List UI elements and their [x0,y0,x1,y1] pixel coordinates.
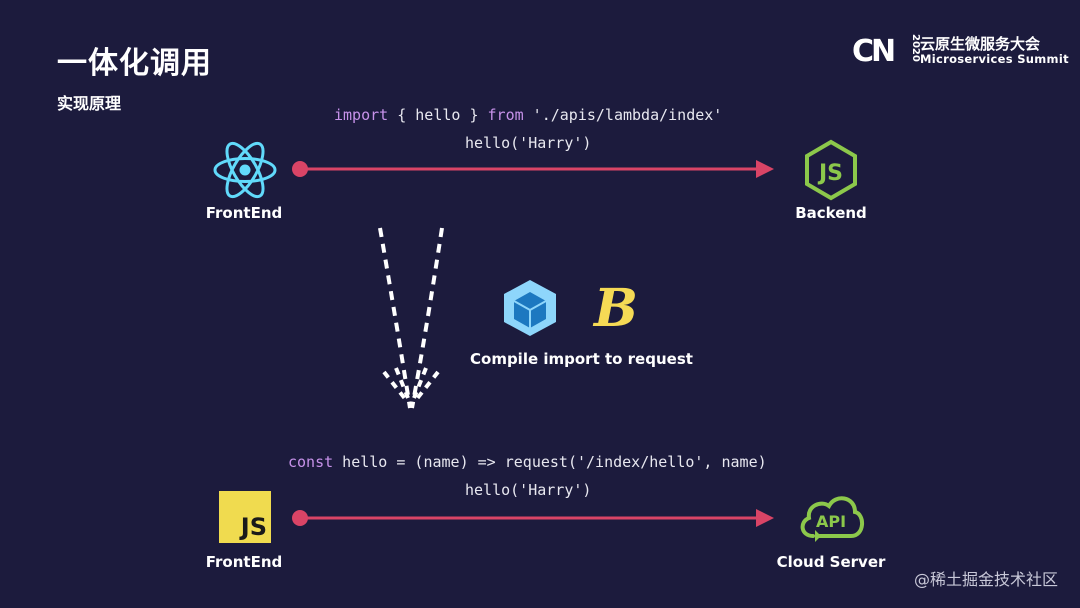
watermark: @稀土掘金技术社区 [913,570,1058,589]
code-const-part1: hello = (name) => request('/index/hello'… [333,453,767,471]
code-keyword-from: from [487,106,524,124]
logo-mark: CN [852,34,896,69]
slide-subtitle: 实现原理 [57,94,122,113]
top-call-code: hello('Harry') [465,134,592,152]
nodejs-icon: JS [805,139,857,201]
logo-year: 2020 [910,34,921,62]
top-right-label: Backend [795,204,867,222]
conference-logo: CN 2020 云原生微服务大会 Microservices Summit [852,30,1069,74]
bottom-right-label: Cloud Server [776,553,886,571]
bottom-request-arrow [292,509,774,527]
logo-name-en: Microservices Summit [920,52,1069,66]
logo-name-zh: 云原生微服务大会 [920,35,1041,53]
bottom-const-code: const hello = (name) => request('/index/… [288,453,767,471]
svg-text:2020: 2020 [910,34,921,62]
javascript-icon: JS [219,491,271,543]
cloud-api-icon: API [800,496,864,542]
top-left-label: FrontEnd [205,204,283,222]
top-request-arrow [292,160,774,178]
top-import-code: import { hello } from './apis/lambda/ind… [334,106,722,124]
code-keyword-const: const [288,453,334,471]
javascript-icon-text: JS [240,513,267,541]
code-keyword-import: import [334,106,389,124]
compile-dashed-arrows [378,227,444,409]
code-import-part1: { hello } [388,106,488,124]
bottom-left-label: FrontEnd [205,553,283,571]
babel-icon: B [592,278,638,339]
svg-text:JS: JS [817,161,843,186]
react-icon [213,141,277,199]
svg-text:B: B [592,278,638,339]
compile-caption: Compile import to request [470,350,693,368]
code-import-part2: './apis/lambda/index' [523,106,723,124]
cloud-api-icon-text: API [816,512,846,531]
slide-title: 一体化调用 [57,46,212,81]
webpack-icon [504,280,556,336]
bottom-call-code: hello('Harry') [465,481,592,499]
